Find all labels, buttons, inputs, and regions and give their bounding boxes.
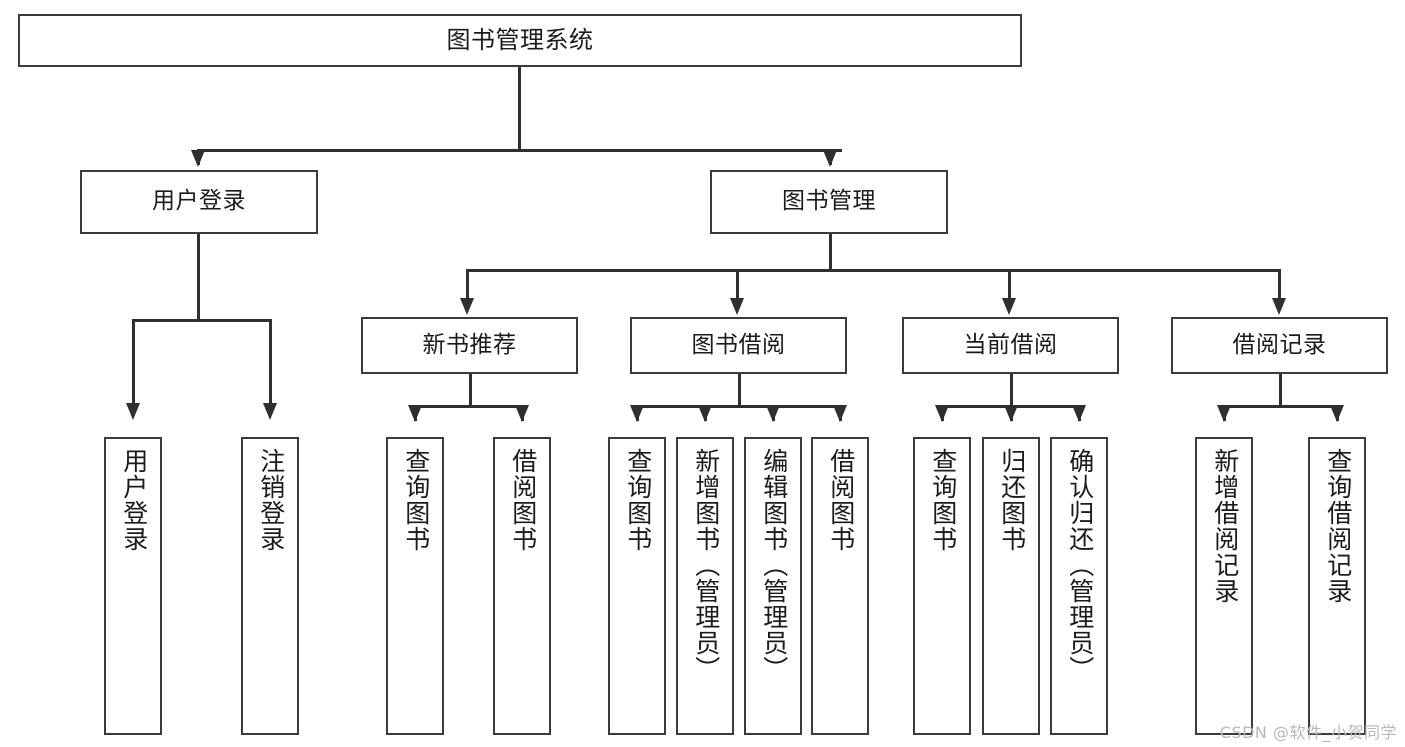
- node-leaf-user-login-label: 用户登录: [119, 448, 149, 552]
- connector-borrow-record-bus: [1223, 405, 1338, 408]
- connector-root-down: [518, 66, 521, 150]
- arrow-borrow-record-l1: [1217, 405, 1231, 422]
- node-leaf-add-record[interactable]: 新增借阅记录: [1195, 437, 1253, 735]
- connector-book-borrow-bus: [636, 405, 841, 408]
- connector-book-borrow-down: [738, 373, 741, 407]
- node-new-book-rec-label: 新书推荐: [422, 331, 517, 358]
- connector-user-login-down: [197, 233, 200, 321]
- node-leaf-edit-book-label: 编辑图书（管理员）: [759, 448, 789, 682]
- node-leaf-edit-book[interactable]: 编辑图书（管理员）: [744, 437, 802, 735]
- arrow-root-to-book-manage: [823, 150, 837, 167]
- arrow-book-manage-c4: [1272, 298, 1286, 315]
- connector-book-manage-c2: [736, 269, 739, 301]
- arrow-current-borrow-l2: [1004, 405, 1018, 422]
- node-leaf-query-book-1[interactable]: 查询图书: [386, 437, 444, 735]
- node-new-book-rec[interactable]: 新书推荐: [361, 317, 578, 374]
- node-leaf-add-book-label: 新增图书（管理员）: [691, 448, 721, 682]
- arrow-borrow-record-l2: [1330, 405, 1344, 422]
- arrow-current-borrow-l1: [935, 405, 949, 422]
- arrow-book-manage-c3: [1002, 298, 1016, 315]
- arrow-root-to-user-login: [191, 150, 205, 167]
- node-leaf-query-book-2-label: 查询图书: [623, 448, 653, 552]
- node-current-borrow-label: 当前借阅: [963, 331, 1058, 358]
- node-leaf-return-book[interactable]: 归还图书: [982, 437, 1040, 735]
- node-leaf-query-record-label: 查询借阅记录: [1323, 448, 1353, 604]
- node-leaf-return-book-label: 归还图书: [997, 448, 1027, 552]
- node-leaf-user-login[interactable]: 用户登录: [104, 437, 162, 735]
- node-user-login-label: 用户登录: [152, 188, 246, 215]
- arrow-new-book-rec-l1: [408, 405, 422, 422]
- node-user-login[interactable]: 用户登录: [80, 170, 318, 234]
- node-leaf-query-book-2[interactable]: 查询图书: [608, 437, 666, 735]
- arrow-new-book-rec-l2: [515, 405, 529, 422]
- connector-user-login-leaf2: [269, 319, 272, 405]
- node-book-borrow-label: 图书借阅: [691, 331, 786, 358]
- node-leaf-add-record-label: 新增借阅记录: [1210, 448, 1240, 604]
- connector-root-bus: [197, 149, 842, 152]
- node-leaf-logout[interactable]: 注销登录: [241, 437, 299, 735]
- arrow-book-manage-c2: [730, 298, 744, 315]
- connector-new-book-rec-bus: [414, 405, 524, 408]
- connector-book-manage-bus: [466, 269, 1280, 272]
- node-book-borrow[interactable]: 图书借阅: [630, 317, 847, 374]
- connector-user-login-bus: [132, 319, 271, 322]
- arrow-book-borrow-l2: [698, 405, 712, 422]
- arrow-book-borrow-l1: [630, 405, 644, 422]
- node-leaf-query-book-3-label: 查询图书: [928, 448, 958, 552]
- node-leaf-borrow-book-1[interactable]: 借阅图书: [493, 437, 551, 735]
- node-leaf-borrow-book-1-label: 借阅图书: [508, 448, 538, 552]
- connector-borrow-record-down: [1279, 373, 1282, 407]
- connector-new-book-rec-down: [469, 373, 472, 407]
- node-leaf-borrow-book-2[interactable]: 借阅图书: [811, 437, 869, 735]
- connector-user-login-leaf1: [132, 319, 135, 405]
- node-borrow-record-label: 借阅记录: [1232, 331, 1327, 358]
- arrow-book-borrow-l3: [766, 405, 780, 422]
- node-current-borrow[interactable]: 当前借阅: [902, 317, 1119, 374]
- node-leaf-borrow-book-2-label: 借阅图书: [826, 448, 856, 552]
- connector-current-borrow-down: [1010, 373, 1013, 407]
- arrow-user-login-leaf2: [263, 403, 277, 420]
- node-leaf-confirm-return-label: 确认归还（管理员）: [1065, 448, 1095, 682]
- node-book-manage-label: 图书管理: [782, 188, 876, 215]
- node-book-manage[interactable]: 图书管理: [710, 170, 948, 234]
- connector-book-manage-down: [829, 233, 832, 271]
- arrow-current-borrow-l3: [1072, 405, 1086, 422]
- node-leaf-logout-label: 注销登录: [256, 448, 286, 552]
- node-leaf-confirm-return[interactable]: 确认归还（管理员）: [1050, 437, 1108, 735]
- connector-book-manage-c1: [466, 269, 469, 301]
- node-borrow-record[interactable]: 借阅记录: [1171, 317, 1388, 374]
- arrow-user-login-leaf1: [126, 403, 140, 420]
- node-leaf-query-book-1-label: 查询图书: [401, 448, 431, 552]
- csdn-watermark: CSDN @软件_小贺同学: [1219, 723, 1397, 742]
- node-leaf-query-record[interactable]: 查询借阅记录: [1308, 437, 1366, 735]
- connector-book-manage-c4: [1278, 269, 1281, 301]
- connector-book-manage-c3: [1008, 269, 1011, 301]
- arrow-book-manage-c1: [460, 298, 474, 315]
- node-root-label: 图书管理系统: [446, 26, 594, 55]
- node-leaf-add-book[interactable]: 新增图书（管理员）: [676, 437, 734, 735]
- node-root[interactable]: 图书管理系统: [18, 14, 1022, 67]
- node-leaf-query-book-3[interactable]: 查询图书: [913, 437, 971, 735]
- arrow-book-borrow-l4: [833, 405, 847, 422]
